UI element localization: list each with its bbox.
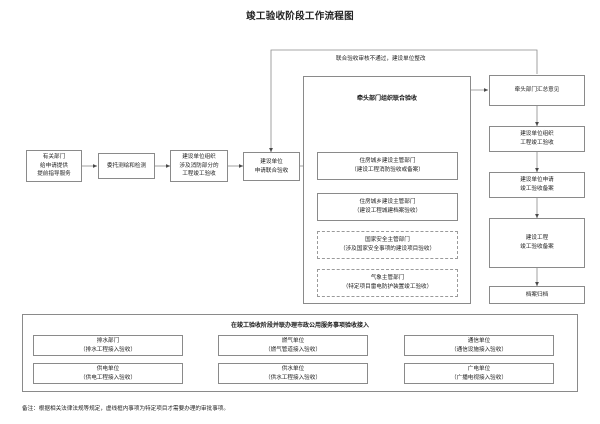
box-line: 牵头部门汇总意见 (514, 87, 560, 94)
joint-item-meteorological[interactable]: 气象主管部门 （特定项目雷电防护装置竣工验收） (317, 269, 458, 297)
box-line: （通信设施接入验收） (451, 346, 507, 353)
flow-box-owner-acceptance[interactable]: 建设单位组织 工程竣工验收 (489, 126, 585, 152)
box-line: 竣工验收备案 (520, 244, 554, 250)
flow-box-apply-record[interactable]: 建设单位申请 竣工验收备案 (489, 172, 585, 198)
box-line: 建设单位组织 (182, 154, 216, 161)
box-line: 申请联合验收 (254, 167, 289, 174)
box-line: 给申请提供 (40, 162, 68, 169)
utility-item-broadcast[interactable]: 广电单位 （广播电视接入验收） (404, 363, 554, 384)
box-line: 气象主管部门 (370, 275, 405, 282)
joint-item-national-security[interactable]: 国家安全主管部门 （涉及国家安全事项的建设项目验收） (317, 231, 458, 259)
flow-box-survey-testing[interactable]: 委托测绘和检测 (98, 153, 155, 179)
utility-item-water[interactable]: 供水单位 （供水工程接入验收） (218, 363, 368, 384)
box-line: 提前指导服务 (37, 171, 71, 178)
flow-box-completion-record[interactable]: 建设工程 竣工验收备案 (489, 218, 585, 268)
box-line: 通信单位 (467, 337, 491, 344)
flow-box-fire-acceptance[interactable]: 建设单位组织 涉及消防部分的 工程竣工验收 (170, 150, 228, 182)
box-line: 建设单位组织 (520, 131, 554, 138)
box-line: （建设工程城建档案验收） (353, 208, 422, 214)
box-line: 建设工程 (525, 235, 549, 242)
box-line: 有关部门 (42, 154, 66, 161)
joint-item-archives-acceptance[interactable]: 住房城乡建设主管部门 （建设工程城建档案验收） (317, 193, 458, 221)
box-line: 竣工验收备案 (520, 186, 554, 192)
box-line: 国家安全主管部门 (365, 237, 410, 244)
footer-note: 备注：根据相关法律法规等规定，虚线框内事项为特定项目才需要办理的审批事项。 (22, 406, 229, 412)
utility-item-power[interactable]: 供电单位 （供电工程接入验收） (33, 363, 183, 384)
box-line: 广电单位 (467, 365, 491, 372)
utility-services-panel-title: 在竣工验收阶段并联办理市政公用服务事项验收接入 (230, 322, 369, 329)
box-line: （广播电视接入验收） (451, 374, 507, 381)
flow-box-apply-joint-acceptance[interactable]: 建设单位 申请联合验收 (243, 152, 300, 181)
box-line: 供电单位 (96, 365, 120, 372)
box-line: 涉及消防部分的 (179, 162, 219, 169)
flow-box-archive-filing[interactable]: 档案归档 (489, 286, 585, 304)
box-line: 建设单位申请 (520, 177, 554, 184)
box-line: 建设单位 (260, 158, 283, 165)
box-line: （供电工程接入验收） (80, 374, 136, 381)
utility-item-drainage[interactable]: 排水部门 （排水工程接入验收） (33, 335, 183, 356)
box-line: 排水部门 (96, 337, 120, 344)
box-line: （燃气管道接入验收） (265, 346, 321, 353)
box-line: （涉及国家安全事项的建设项目验收） (339, 246, 436, 252)
joint-acceptance-panel-title: 牵头部门组织联合验收 (356, 95, 417, 102)
utility-item-telecom[interactable]: 通信单位 （通信设施接入验收） (404, 335, 554, 356)
box-line: 住房城乡建设主管部门 (359, 158, 416, 165)
box-line: 工程竣工验收 (520, 140, 554, 146)
utility-item-gas[interactable]: 燃气单位 （燃气管道接入验收） (218, 335, 368, 356)
box-line: （排水工程接入验收） (80, 346, 136, 353)
box-line: 委托测绘和检测 (106, 162, 147, 169)
box-line: 住房城乡建设主管部门 (359, 199, 416, 206)
feedback-label: 联合验收审核不通过，建设单位整改 (336, 56, 426, 62)
box-line: （特定项目雷电防护装置竣工验收） (342, 284, 433, 290)
box-line: （建设工程消防验收或备案） (351, 167, 424, 173)
box-line: （供水工程接入验收） (265, 374, 321, 381)
joint-item-fire-acceptance[interactable]: 住房城乡建设主管部门 （建设工程消防验收或备案） (317, 152, 458, 180)
box-line: 供水单位 (281, 365, 305, 372)
page-title: 竣工验收阶段工作流程图 (246, 11, 354, 22)
joint-acceptance-panel (303, 76, 471, 304)
box-line: 燃气单位 (281, 337, 305, 344)
flow-box-department-guidance[interactable]: 有关部门 给申请提供 提前指导服务 (26, 150, 82, 182)
box-line: 工程竣工验收 (182, 171, 216, 178)
flow-box-lead-summary[interactable]: 牵头部门汇总意见 (489, 75, 585, 106)
box-line: 档案归档 (525, 291, 549, 298)
